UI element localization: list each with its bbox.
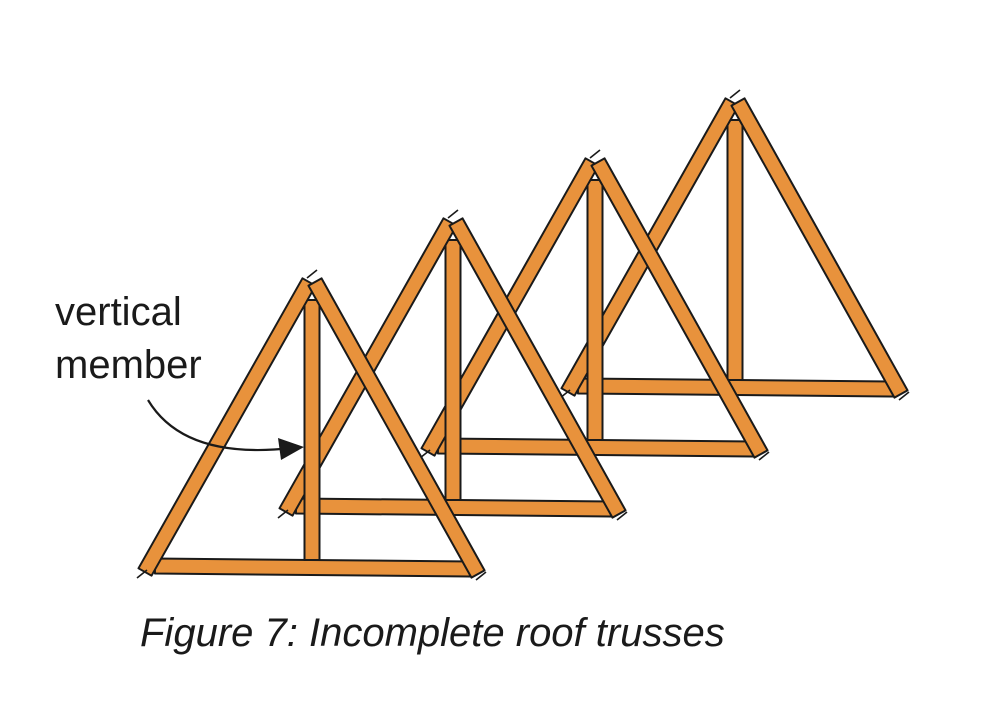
- right-rafter: [590, 157, 769, 459]
- vertical-member: [303, 299, 321, 561]
- right-end-mark: [475, 571, 487, 581]
- vertical-member: [586, 179, 604, 441]
- right-rafter: [307, 277, 486, 579]
- right-end-mark: [898, 391, 910, 401]
- callout-label-vertical: vertical: [55, 290, 182, 334]
- trusses-group: [136, 89, 910, 581]
- vertical-member: [726, 119, 744, 381]
- left-end-mark: [136, 569, 148, 579]
- callout-arrowhead: [278, 438, 304, 460]
- right-end-mark: [616, 511, 628, 521]
- left-end-mark: [277, 509, 289, 519]
- truss-1: [136, 269, 487, 581]
- bottom-chord: [153, 557, 472, 578]
- apex-mark: [589, 149, 601, 159]
- right-rafter: [448, 217, 627, 519]
- right-end-mark: [758, 451, 770, 461]
- figure-caption: Figure 7: Incomplete roof trusses: [140, 611, 725, 655]
- apex-mark: [729, 89, 741, 99]
- bottom-chord: [436, 437, 755, 458]
- vertical-member: [444, 239, 462, 501]
- right-rafter: [730, 97, 909, 399]
- callout-label-member: member: [55, 343, 202, 387]
- callout-arrow-line: [147, 399, 293, 452]
- apex-mark: [306, 269, 318, 279]
- apex-mark: [447, 209, 459, 219]
